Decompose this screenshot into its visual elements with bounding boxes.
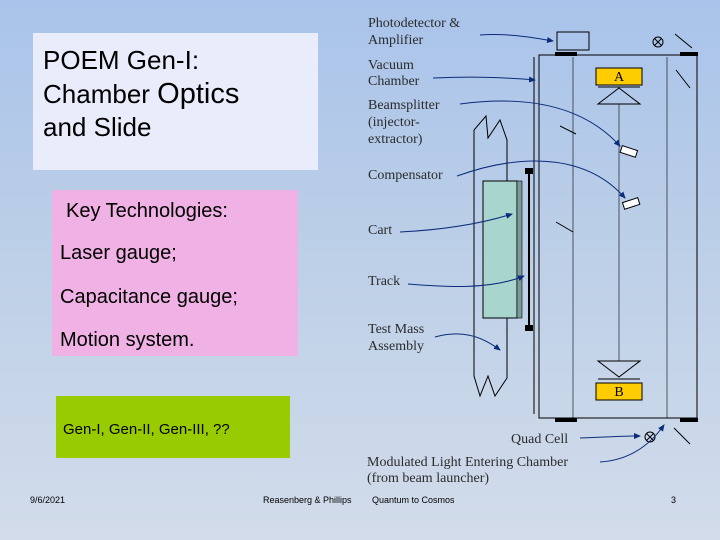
test-mass-outline: [473, 114, 508, 398]
title-box: POEM Gen-I: Chamber Optics and Slide: [33, 33, 318, 170]
label-extractor: extractor): [368, 132, 423, 147]
quad-cell-icon: [644, 431, 656, 443]
footer-date: 9/6/2021: [30, 495, 66, 505]
label-assembly: Assembly: [368, 339, 424, 354]
arrow-test-mass: [434, 333, 501, 351]
label-amplifier: Amplifier: [368, 33, 424, 48]
label-test-mass: Test Mass: [368, 322, 424, 337]
label-compensator: Compensator: [368, 168, 443, 183]
top-beam-segment: [674, 33, 693, 49]
label-beam-launcher: (from beam launcher): [367, 471, 489, 486]
beamsplitter-outer: [675, 69, 691, 89]
footer-page-number: 3: [671, 495, 677, 505]
key-technologies-box: Key Technologies: Laser gauge; Capacitan…: [52, 190, 298, 356]
arrow-photodetector: [479, 34, 554, 43]
box-b: [595, 382, 643, 401]
label-chamber: Chamber: [368, 74, 420, 89]
prism-b: [596, 360, 642, 378]
chamber-outline: [538, 54, 698, 419]
label-injector: (injector-: [368, 115, 420, 130]
test-mass-fill: [482, 180, 518, 319]
label-quad-cell: Quad Cell: [511, 432, 568, 447]
beamsplitter: [619, 145, 639, 158]
box-a-label: A: [614, 70, 625, 85]
label-track: Track: [368, 274, 400, 289]
arrow-track: [407, 275, 525, 287]
title-line-2-b: Optics: [157, 77, 240, 110]
arrow-chamber: [432, 76, 536, 83]
injector-mirror: [559, 125, 577, 135]
generations-text: Gen-I, Gen-II, Gen-III, ??: [63, 421, 230, 438]
cart: [516, 180, 523, 319]
box-b-label: B: [614, 385, 623, 400]
label-modulated-light: Modulated Light Entering Chamber: [367, 455, 568, 470]
photodetector-mount: [555, 52, 577, 56]
bottom-right-mount: [680, 418, 698, 422]
label-beamsplitter: Beamsplitter: [368, 98, 440, 113]
title-line-2: Chamber Optics: [43, 77, 318, 112]
top-right-mount: [680, 52, 698, 56]
label-vacuum: Vacuum: [368, 58, 414, 73]
label-cart: Cart: [368, 223, 392, 238]
arrow-cart: [399, 212, 513, 233]
title-line-3: and Slide: [43, 112, 152, 143]
arrow-quad-cell: [579, 433, 641, 440]
cart-mirror: [555, 221, 574, 233]
title-line-2-a: Chamber: [43, 78, 158, 109]
key-technologies-heading: Key Technologies:: [66, 200, 228, 222]
photodetector-box: [556, 31, 590, 51]
arrow-beamsplitter: [459, 100, 621, 147]
compensator: [621, 197, 641, 210]
top-detector-icon: [652, 36, 664, 48]
arrow-modulated-light: [599, 424, 665, 463]
footer-author: Reasenberg & Phillips: [263, 495, 352, 505]
bottom-beam-segment: [673, 427, 691, 445]
title-line-1: POEM Gen-I:: [43, 45, 200, 75]
arrow-compensator: [456, 160, 626, 199]
bottom-left-mount: [555, 418, 577, 422]
technology-item: Capacitance gauge;: [60, 286, 238, 308]
prism-a: [596, 87, 642, 105]
label-photodetector: Photodetector &: [368, 16, 460, 31]
footer-course: Quantum to Cosmos: [372, 495, 455, 505]
technology-item: Motion system.: [60, 329, 195, 351]
technology-item: Laser gauge;: [60, 242, 177, 264]
box-a: [595, 67, 643, 86]
generations-box: Gen-I, Gen-II, Gen-III, ??: [56, 396, 290, 458]
